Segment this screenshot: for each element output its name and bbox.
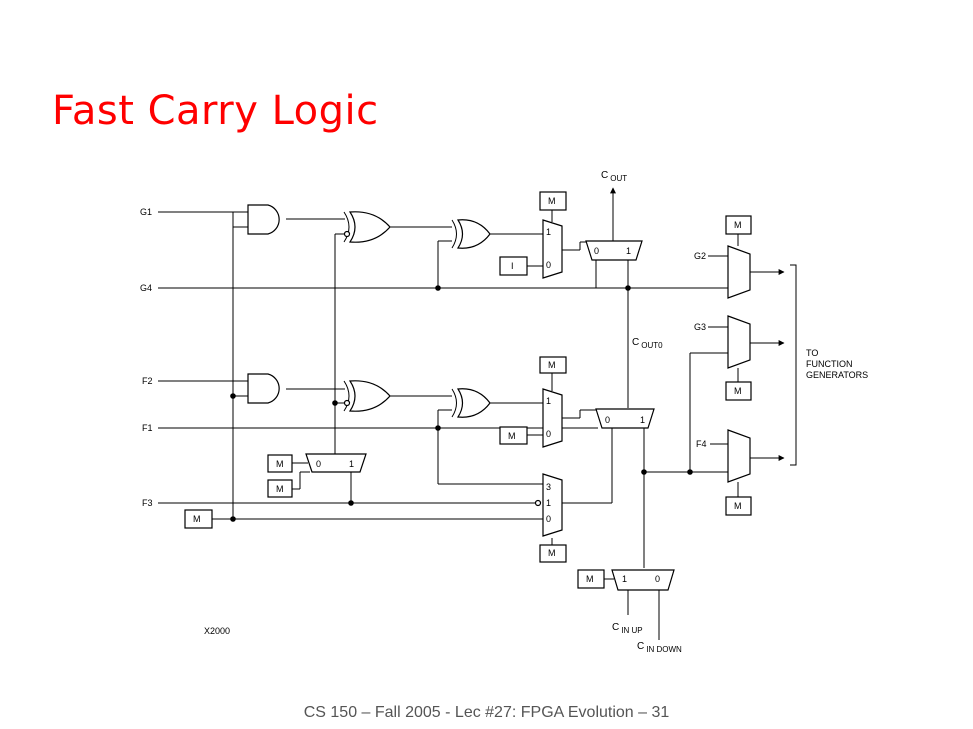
svg-text:M: M [193,514,201,524]
svg-text:1: 1 [546,498,551,508]
function-generators-line2: FUNCTION [806,359,853,369]
svg-text:0: 0 [316,459,321,469]
input-label-g4: G4 [140,283,152,293]
svg-text:M: M [508,431,516,441]
svg-text:0: 0 [546,514,551,524]
junction-dots [230,285,693,522]
figure-id: X2000 [204,626,230,636]
slide-title: Fast Carry Logic [52,88,379,134]
g3-label: G3 [694,322,706,332]
svg-text:M: M [276,484,284,494]
input-label-g1: G1 [140,207,152,217]
svg-text:1: 1 [626,246,631,256]
svg-text:0: 0 [605,415,610,425]
svg-text:0: 0 [546,260,551,270]
svg-text:M: M [586,574,594,584]
svg-text:M: M [734,220,742,230]
function-generators-line3: GENERATORS [806,370,868,380]
svg-text:M: M [548,548,556,558]
wires [158,187,797,640]
g2-label: G2 [694,251,706,261]
svg-text:M: M [548,360,556,370]
input-label-f2: F2 [142,376,153,386]
input-label-f1: F1 [142,423,153,433]
svg-text:3: 3 [546,482,551,492]
svg-text:0: 0 [655,574,660,584]
svg-text:1: 1 [349,459,354,469]
svg-text:1: 1 [546,396,551,406]
svg-text:0: 0 [546,429,551,439]
svg-text:1: 1 [546,227,551,237]
svg-text:M: M [734,386,742,396]
logic-gates [247,204,491,418]
function-generators-line1: TO [806,348,818,358]
svg-text:M: M [548,196,556,206]
svg-text:0: 0 [594,246,599,256]
svg-text:1: 1 [622,574,627,584]
svg-text:M: M [276,459,284,469]
multiplexers [305,219,751,591]
svg-text:M: M [734,501,742,511]
memory-cells [184,191,752,589]
svg-text:1: 1 [640,415,645,425]
slide-footer: CS 150 – Fall 2005 - Lec #27: FPGA Evolu… [303,704,670,721]
input-label-f3: F3 [142,498,153,508]
f4-label: F4 [696,439,707,449]
svg-text:I: I [511,261,514,271]
